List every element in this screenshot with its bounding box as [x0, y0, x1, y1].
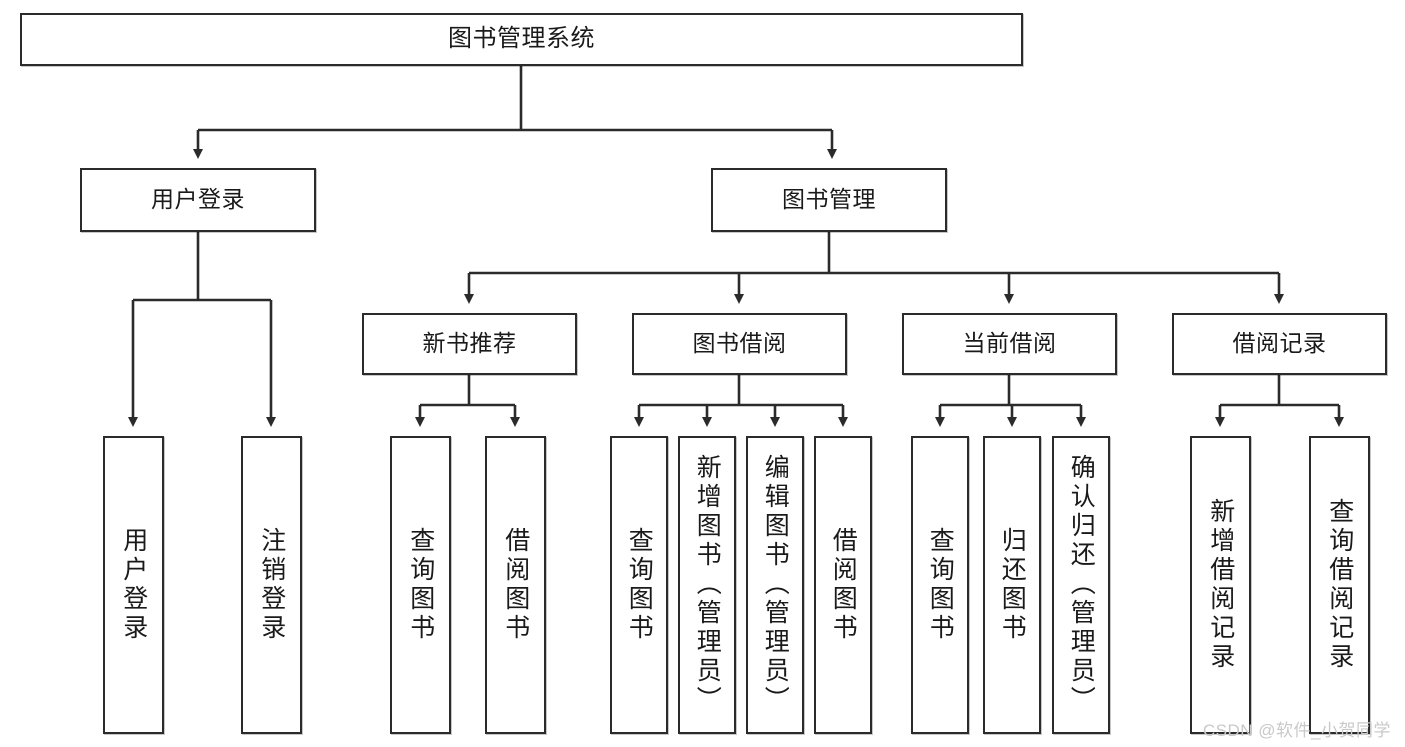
node-user-login[interactable]: 用户登录	[80, 168, 316, 232]
node-label: 图书借阅	[692, 330, 787, 357]
node-new-book-recommend[interactable]: 新书推荐	[362, 313, 577, 375]
leaf-logout[interactable]: 注销登录	[241, 436, 302, 734]
node-label: 新增借阅记录	[1206, 498, 1235, 672]
node-label: 查询图书	[406, 527, 435, 643]
node-book-borrow[interactable]: 图书借阅	[632, 313, 847, 375]
leaf-query-book-borrow[interactable]: 查询图书	[610, 436, 668, 734]
node-label: 编辑图书（管理员）	[761, 454, 790, 715]
watermark: CSDN @软件_小贺同学	[1202, 721, 1391, 740]
leaf-confirm-return-admin[interactable]: 确认归还（管理员）	[1052, 436, 1110, 734]
node-label: 图书管理	[782, 186, 876, 213]
node-label: 确认归还（管理员）	[1067, 454, 1096, 715]
leaf-user-login[interactable]: 用户登录	[103, 436, 164, 734]
node-label: 归还图书	[998, 527, 1027, 643]
leaf-borrow-book[interactable]: 借阅图书	[814, 436, 872, 734]
node-label: 用户登录	[151, 186, 245, 213]
node-label: 图书管理系统	[448, 25, 595, 53]
node-label: 用户登录	[119, 527, 148, 643]
leaf-add-borrow-record[interactable]: 新增借阅记录	[1190, 436, 1251, 734]
node-current-borrow[interactable]: 当前借阅	[902, 313, 1117, 375]
node-label: 注销登录	[257, 527, 286, 643]
leaf-return-book[interactable]: 归还图书	[983, 436, 1041, 734]
node-label: 查询借阅记录	[1325, 498, 1354, 672]
node-label: 新书推荐	[422, 330, 517, 357]
leaf-query-book-recommend[interactable]: 查询图书	[390, 436, 451, 734]
node-label: 借阅记录	[1232, 330, 1327, 357]
leaf-query-borrow-record[interactable]: 查询借阅记录	[1309, 436, 1370, 734]
leaf-query-book-current[interactable]: 查询图书	[911, 436, 969, 734]
node-label: 新增图书（管理员）	[693, 454, 722, 715]
node-borrow-record[interactable]: 借阅记录	[1172, 313, 1387, 375]
node-book-management[interactable]: 图书管理	[711, 168, 947, 232]
node-label: 借阅图书	[501, 527, 530, 643]
leaf-borrow-book-recommend[interactable]: 借阅图书	[485, 436, 546, 734]
leaf-edit-book-admin[interactable]: 编辑图书（管理员）	[746, 436, 804, 734]
leaf-add-book-admin[interactable]: 新增图书（管理员）	[678, 436, 736, 734]
node-root[interactable]: 图书管理系统	[20, 13, 1023, 66]
node-label: 当前借阅	[962, 330, 1057, 357]
node-label: 借阅图书	[829, 527, 858, 643]
node-label: 查询图书	[926, 527, 955, 643]
node-label: 查询图书	[625, 527, 654, 643]
